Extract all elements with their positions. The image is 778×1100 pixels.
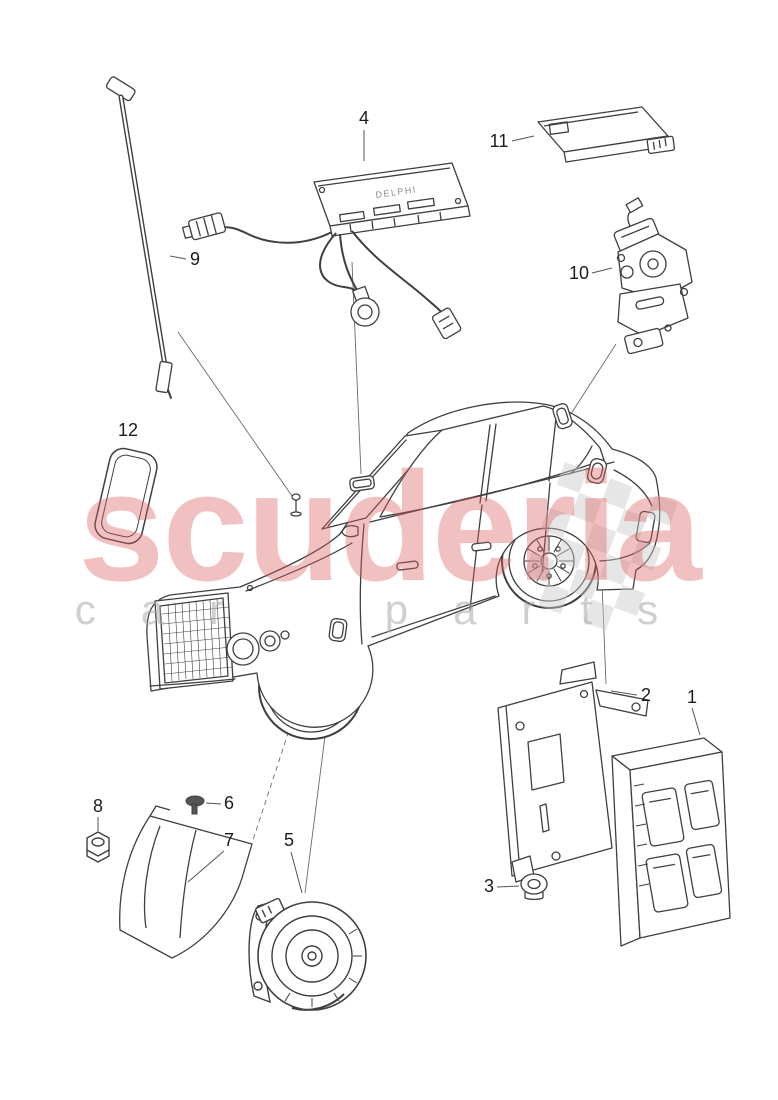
part-4-control-module: DELPHI [181,162,471,340]
door-seams [341,482,551,645]
round-sensor [350,285,380,327]
callout-11: 11 [490,131,535,151]
unit-connector [646,135,676,155]
part-11-control-unit [537,106,676,163]
rocker-line [371,595,496,638]
part-10-latch [613,197,693,355]
callouts: 1 2 3 4 5 6 7 8 9 10 11 12 [93,108,701,896]
callout-1: 1 [687,687,701,736]
part-1-ecu [611,737,731,947]
line-antenna-to-car [177,331,293,497]
callout-7: 7 [187,830,234,883]
rear-details [599,469,656,562]
callout-2-label: 2 [641,685,651,705]
callout-3-label: 3 [484,876,494,896]
part-2-bracket [497,661,649,883]
part-9-antenna [105,76,173,399]
checkered-flag [523,462,678,631]
callout-9: 9 [169,249,200,269]
line-wheel-to-cover7 [251,705,298,844]
mirror [341,525,359,538]
fender-bracket-marker [586,458,608,484]
wiring-harness [219,226,444,315]
headlights [226,630,290,666]
callout-7-label: 7 [224,830,234,850]
watermark-brand: scuderia [78,440,703,613]
sill-siren-marker [328,617,348,643]
callout-8: 8 [93,796,103,831]
part-8-nut [86,831,110,863]
antenna-base-marker [290,493,302,517]
grille [154,592,234,690]
callout-4-label: 4 [359,108,369,128]
callout-1-label: 1 [687,687,697,707]
hood-ornament [246,584,254,592]
roof-module-marker [349,475,375,492]
callout-12: 12 [118,420,138,440]
front-bumper-line [149,678,236,687]
part-6-clip [185,795,205,815]
hood-seam [245,542,353,592]
callout-9-label: 9 [190,249,200,269]
callout-10: 10 [569,263,613,283]
part-3-grommet [520,873,548,901]
callout-2: 2 [610,685,651,705]
callout-3: 3 [484,876,520,896]
line-latch10-to-deck [566,343,617,421]
callout-5-label: 5 [284,830,294,850]
part-5-siren [248,897,367,1011]
harness-plug [181,212,227,241]
callout-6: 6 [205,793,234,813]
line-module4-to-roof [351,261,362,475]
watermark: scuderia car parts [75,440,706,633]
callout-11-label: 11 [490,131,509,151]
callout-8-label: 8 [93,796,103,816]
part-7-cover [119,805,253,959]
watermark-subtitle: car parts [75,586,703,633]
belt-line [369,461,615,523]
callout-10-label: 10 [569,263,589,283]
callout-5: 5 [284,830,303,894]
deck-latch-marker [552,403,573,430]
callout-6-label: 6 [224,793,234,813]
callout-12-label: 12 [118,420,138,440]
end-connector [431,307,462,340]
callout-4: 4 [359,108,369,161]
part-12-pad [94,447,158,545]
car-illustration [146,401,661,740]
